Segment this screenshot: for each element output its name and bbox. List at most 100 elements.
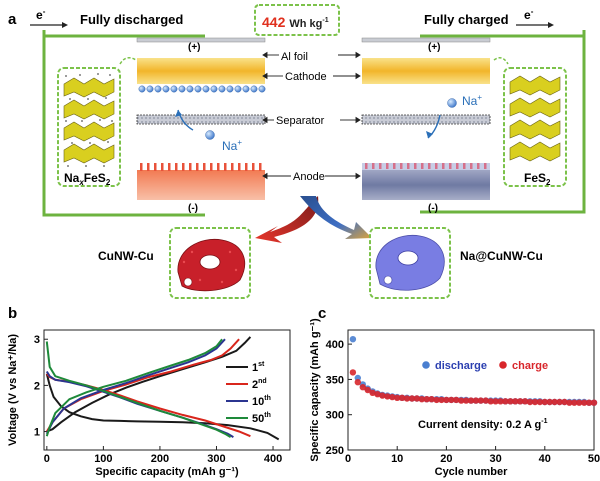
point-charge bbox=[398, 394, 406, 401]
chart-c-xtick-label: 30 bbox=[489, 453, 501, 465]
point-charge bbox=[492, 398, 499, 405]
point-discharge bbox=[349, 336, 357, 343]
point-charge bbox=[364, 386, 371, 394]
point-charge bbox=[379, 392, 386, 399]
point-charge bbox=[502, 398, 509, 405]
legend-label-charge: charge bbox=[512, 360, 548, 372]
point-charge bbox=[453, 396, 460, 404]
line-50th-charge bbox=[45, 338, 223, 437]
na-ball-row-left bbox=[138, 85, 266, 93]
minus-terminal-left: (-) bbox=[188, 203, 198, 214]
legend-label-1st: 1st bbox=[252, 361, 265, 374]
point-charge bbox=[458, 397, 465, 404]
separator-left bbox=[136, 114, 266, 125]
legend-marker-charge bbox=[499, 361, 507, 369]
plating-arrow bbox=[255, 196, 319, 243]
chart-b-xtick-label: 400 bbox=[264, 453, 282, 465]
point-charge bbox=[561, 398, 568, 406]
chart-c-xtick-label: 0 bbox=[345, 453, 351, 465]
point-charge bbox=[517, 398, 524, 405]
panel-b-label: b bbox=[8, 305, 17, 322]
point-charge bbox=[536, 398, 544, 406]
chart-c-xtick-label: 10 bbox=[391, 453, 403, 465]
point-charge bbox=[541, 398, 548, 406]
chart-c-legend: discharge charge bbox=[422, 360, 548, 372]
point-charge bbox=[571, 399, 578, 406]
point-charge bbox=[359, 384, 366, 391]
chart-c-xtick-label: 40 bbox=[539, 453, 551, 465]
chart-c-frame bbox=[347, 329, 595, 451]
al-foil-label: Al foil bbox=[281, 51, 308, 63]
point-charge bbox=[418, 396, 425, 403]
line-50th-discharge bbox=[45, 341, 232, 438]
legend-label-2nd: 2nd bbox=[252, 378, 267, 391]
panel-a-label: a bbox=[8, 11, 17, 28]
point-charge bbox=[354, 379, 361, 386]
point-charge bbox=[512, 398, 519, 405]
na-cunw-cu-box: Na@CuNW-Cu bbox=[369, 227, 543, 299]
electron-arrow-left: e- bbox=[30, 7, 68, 28]
point-charge bbox=[526, 398, 534, 406]
point-charge bbox=[507, 398, 514, 405]
na-cunw-cu-label: Na@CuNW-Cu bbox=[460, 249, 543, 263]
chart-b-xtick-label: 0 bbox=[44, 453, 50, 465]
point-charge bbox=[546, 398, 553, 406]
legend-marker-discharge bbox=[422, 361, 430, 369]
anode-left bbox=[137, 170, 265, 200]
na-ion-right-label: Na+ bbox=[462, 93, 482, 108]
chart-c-ylabel: Specific capacity (mAh g⁻¹) bbox=[309, 318, 321, 462]
minus-terminal-right: (-) bbox=[428, 203, 438, 214]
line-1st-charge bbox=[46, 336, 252, 433]
point-charge bbox=[482, 397, 489, 404]
point-charge bbox=[556, 398, 563, 406]
point-charge bbox=[433, 396, 440, 404]
chart-c-points bbox=[349, 336, 598, 406]
point-charge bbox=[551, 398, 558, 406]
left-cell: Na+ (+) (-) bbox=[136, 37, 266, 214]
point-charge bbox=[413, 395, 421, 402]
electron-left-label: e- bbox=[36, 7, 46, 22]
fes2-crystal-box: FeS2 bbox=[493, 57, 567, 187]
chart-c-xtick-label: 50 bbox=[588, 453, 600, 465]
right-title: Fully charged bbox=[424, 12, 509, 27]
cunw-cu-label: CuNW-Cu bbox=[98, 249, 154, 263]
center-labels: Al foil Cathode Separator Anode bbox=[262, 51, 361, 183]
chart-c-ytick-label: 400 bbox=[326, 339, 344, 351]
point-charge bbox=[566, 399, 573, 406]
na-ion-left bbox=[205, 130, 215, 140]
point-charge bbox=[349, 369, 357, 376]
point-charge bbox=[521, 398, 529, 405]
circuit-wire-left bbox=[42, 30, 205, 217]
cathode-label: Cathode bbox=[285, 71, 327, 83]
point-charge bbox=[576, 399, 583, 406]
plus-terminal-right: (+) bbox=[428, 42, 441, 53]
point-charge bbox=[462, 397, 470, 404]
plus-terminal-left: (+) bbox=[188, 42, 201, 53]
point-charge bbox=[369, 389, 376, 396]
point-charge bbox=[581, 399, 588, 406]
chart-b-ytick-label: 2 bbox=[34, 380, 40, 392]
naxfes2-crystal-box: NaxFeS2 bbox=[57, 57, 137, 187]
panel-a: a e- e- Fully discharged Fully charged 4… bbox=[8, 4, 586, 299]
point-charge bbox=[374, 391, 381, 398]
chart-b-ylabel: Voltage (V vs Na⁺/Na) bbox=[7, 334, 19, 446]
chart-b-frame bbox=[43, 329, 291, 451]
point-charge bbox=[423, 396, 430, 403]
point-charge bbox=[531, 398, 539, 406]
chart-c-ytick-label: 300 bbox=[326, 410, 344, 422]
na-ion-right bbox=[447, 98, 457, 108]
point-charge bbox=[428, 396, 435, 403]
electron-arrow-right: e- bbox=[516, 7, 554, 28]
chart-b-ytick-label: 1 bbox=[34, 427, 40, 439]
naxfes2-label: NaxFeS2 bbox=[64, 171, 111, 187]
chart-c-annotation: Current density: 0.2 A g-1 bbox=[418, 418, 548, 431]
legend-label-discharge: discharge bbox=[435, 360, 487, 372]
chart-c-ytick-label: 250 bbox=[326, 445, 344, 457]
point-charge bbox=[585, 399, 593, 406]
